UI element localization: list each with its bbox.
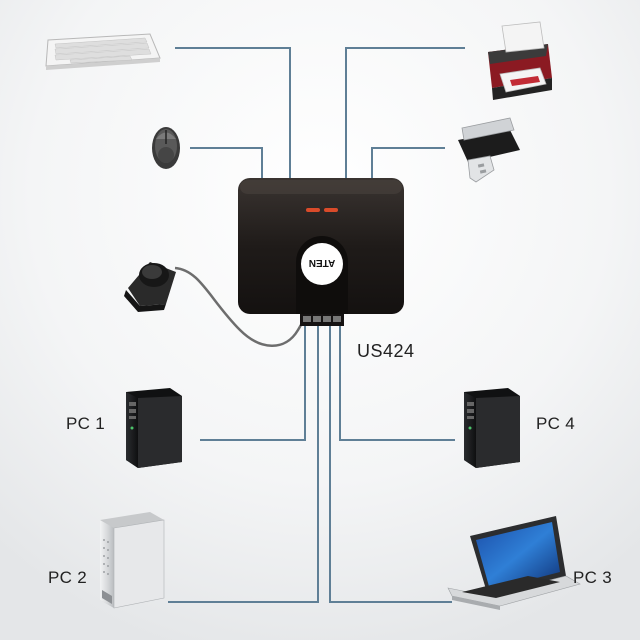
keyboard-icon [45, 33, 161, 70]
pc3-cable [329, 325, 452, 603]
selector-button [301, 243, 343, 285]
pc2-label: PC 2 [48, 568, 87, 587]
mouse-icon [152, 127, 180, 169]
pc4-cable [339, 325, 455, 441]
pc2-cable [168, 325, 319, 603]
pc3-laptop-icon [447, 516, 581, 610]
remote-selector-cable [174, 266, 307, 347]
led-indicator [324, 208, 338, 212]
usb-drive-cable [371, 147, 445, 178]
cables [168, 47, 465, 603]
kvm-switch-device [238, 178, 404, 326]
keyboard-cable [175, 47, 291, 178]
printer-icon [488, 21, 552, 100]
mouse-cable [190, 147, 263, 178]
led-indicator [306, 208, 320, 212]
pc1-cable [200, 325, 306, 441]
aten-logo: ATEN [309, 257, 335, 268]
remote-port-selector-icon [124, 262, 176, 312]
printer-cable [345, 47, 465, 178]
pc2-tower-icon [100, 512, 165, 609]
pc4-tower-icon [464, 388, 520, 468]
device-model-label: US424 [357, 341, 415, 361]
pc1-tower-icon [126, 388, 182, 468]
usb-flash-drive-icon [458, 117, 520, 183]
switch-usb-ports [303, 316, 341, 322]
pc4-label: PC 4 [536, 414, 575, 433]
pc3-label: PC 3 [573, 568, 612, 587]
pc1-label: PC 1 [66, 414, 105, 433]
